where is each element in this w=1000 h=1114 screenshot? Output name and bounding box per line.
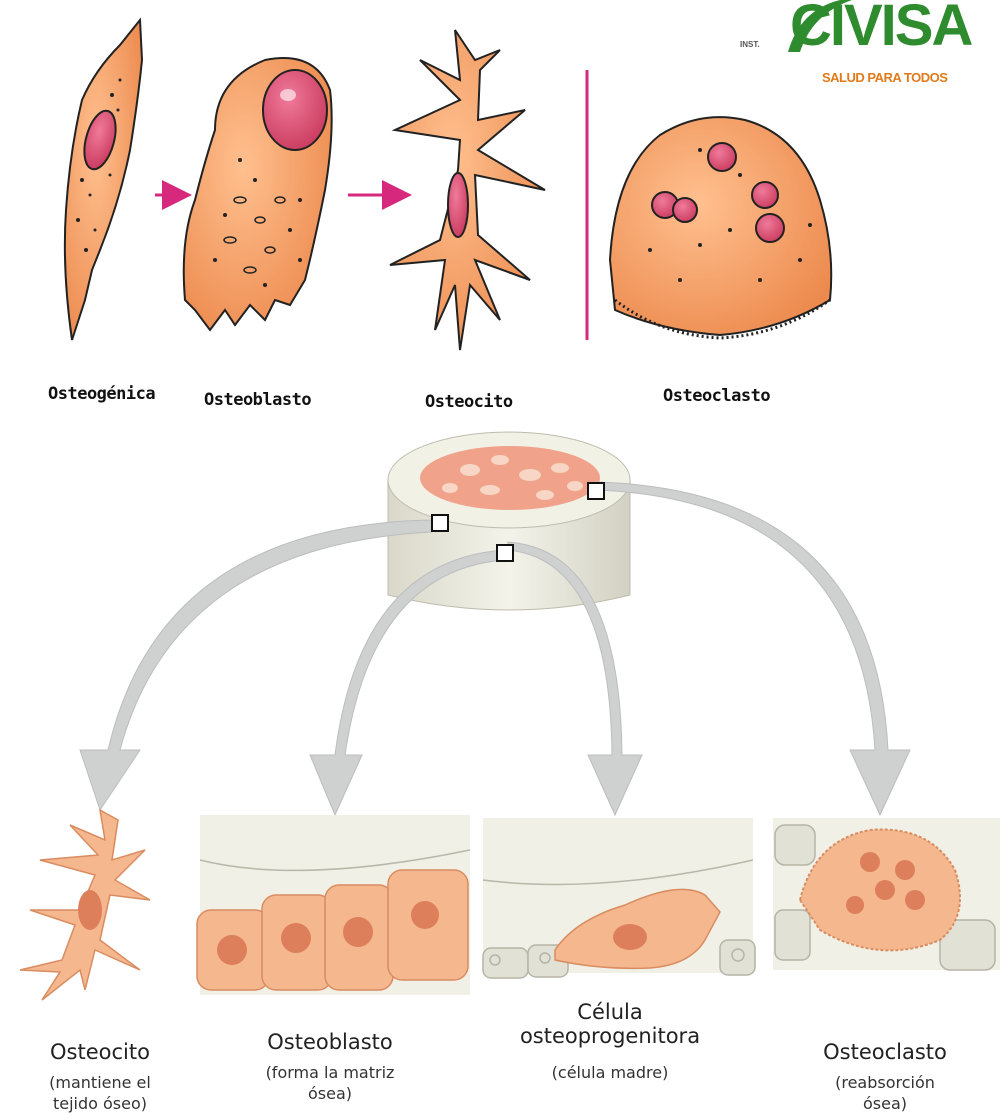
osteoblast-cell: [184, 58, 332, 330]
sample-box-3: [588, 483, 604, 499]
bottom-osteoblast: [197, 815, 470, 995]
bottom-item-osteoclasto: Osteoclasto (reabsorción ósea): [785, 1040, 985, 1114]
bottom-cells-illustration: [0, 800, 1000, 1030]
top-label-osteocito: Osteocito: [425, 392, 513, 412]
top-label-osteoclasto: Osteoclasto: [663, 386, 770, 406]
top-label-osteogenica: Osteogénica: [48, 384, 155, 404]
bottom-item-osteoblasto: Osteoblasto (forma la matriz ósea): [230, 1030, 430, 1104]
bottom-osteoprogenitor: [483, 818, 755, 978]
top-label-osteoblasto: Osteoblasto: [204, 390, 311, 410]
sample-box-2: [497, 545, 513, 561]
gray-arrow-osteoclasto: [596, 482, 910, 815]
bottom-item-progenitora: Célula osteoprogenitora (célula madre): [490, 1000, 730, 1083]
bottom-item-osteocito: Osteocito (mantiene el tejido óseo): [10, 1040, 190, 1114]
bottom-title: Célula osteoprogenitora: [510, 1000, 710, 1048]
bottom-title: Osteocito: [10, 1040, 190, 1064]
osteogenic-cell: [65, 20, 142, 340]
osteoclast-cell: [610, 117, 831, 338]
osteocyte-cell: [390, 30, 545, 350]
bone-section-illustration: [0, 420, 1000, 840]
gray-arrow-osteocito: [80, 520, 432, 810]
top-cells-illustration: [0, 0, 1000, 370]
bottom-desc: (reabsorción ósea): [820, 1072, 950, 1114]
bottom-osteocyte: [20, 810, 150, 1000]
bottom-desc: (forma la matriz ósea): [245, 1062, 415, 1104]
bottom-desc: (mantiene el tejido óseo): [25, 1072, 175, 1114]
bottom-title: Osteoblasto: [230, 1030, 430, 1054]
sample-box-1: [432, 515, 448, 531]
bottom-desc: (célula madre): [490, 1062, 730, 1083]
bottom-osteoclast: [773, 818, 1000, 970]
bottom-title: Osteoclasto: [785, 1040, 985, 1064]
